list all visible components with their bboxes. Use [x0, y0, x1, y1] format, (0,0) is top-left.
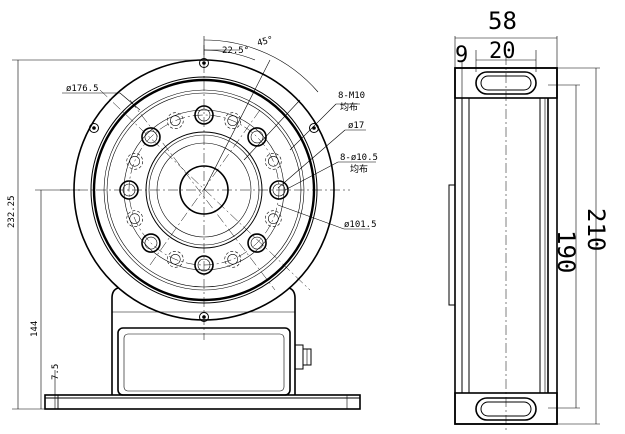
label-thread: 8-M10 — [338, 91, 365, 101]
bolt-hole-inner — [144, 130, 158, 144]
label-height-144: 144 — [30, 321, 40, 337]
bolt-hole-inner — [250, 130, 264, 144]
threaded-hole-inner — [129, 155, 141, 167]
label-holes: 8-ø10.5 — [340, 153, 378, 163]
threaded-hole — [166, 112, 184, 130]
front-view: 45° 22.5° ø176.5 8-M10 均布 ø17 8-ø10.5 均布… — [7, 35, 378, 410]
vertical-dimensions — [12, 59, 200, 410]
label-height-7-5: 7.5 — [51, 364, 61, 380]
label-angle-45: 45° — [256, 35, 274, 49]
label-width-58: 58 — [488, 7, 517, 35]
bolt-hole-inner — [144, 236, 158, 250]
threaded-hole-inner — [227, 253, 239, 265]
label-dia-17: ø17 — [348, 121, 364, 131]
threaded-hole-inner — [129, 213, 141, 225]
base-foot — [44, 394, 361, 410]
side-view: 58 9 20 210 190 — [448, 7, 610, 430]
bolt-hole — [141, 127, 161, 147]
label-dim-20: 20 — [489, 39, 516, 64]
bolt-hole — [247, 233, 267, 253]
threaded-hole — [166, 250, 184, 268]
label-height-232-25: 232.25 — [7, 195, 17, 228]
label-angle-22-5: 22.5° — [222, 46, 249, 56]
threaded-hole-inner — [227, 115, 239, 127]
angle-dimensions — [203, 36, 319, 191]
label-height-190: 190 — [552, 230, 580, 273]
center-lines — [60, 45, 350, 340]
label-dia-101-5: ø101.5 — [344, 220, 377, 230]
bolt-hole-inner — [250, 236, 264, 250]
threaded-hole-inner — [267, 155, 279, 167]
connector — [294, 344, 312, 370]
threaded-hole-inner — [267, 213, 279, 225]
leader-lines — [62, 92, 376, 230]
bolt-hole — [141, 233, 161, 253]
threaded-hole — [264, 210, 282, 228]
label-dia-176-5: ø176.5 — [66, 84, 99, 94]
label-holes-note: 均布 — [350, 163, 368, 175]
label-thread-note: 均布 — [340, 101, 358, 113]
label-height-210: 210 — [582, 208, 610, 251]
threaded-hole — [224, 112, 242, 130]
bolt-hole — [269, 180, 289, 200]
threaded-hole — [126, 152, 144, 170]
threaded-hole — [126, 210, 144, 228]
threaded-hole-inner — [169, 253, 181, 265]
threaded-hole — [264, 152, 282, 170]
threaded-hole — [224, 250, 242, 268]
label-dim-9: 9 — [455, 43, 468, 68]
threaded-hole-inner — [169, 115, 181, 127]
